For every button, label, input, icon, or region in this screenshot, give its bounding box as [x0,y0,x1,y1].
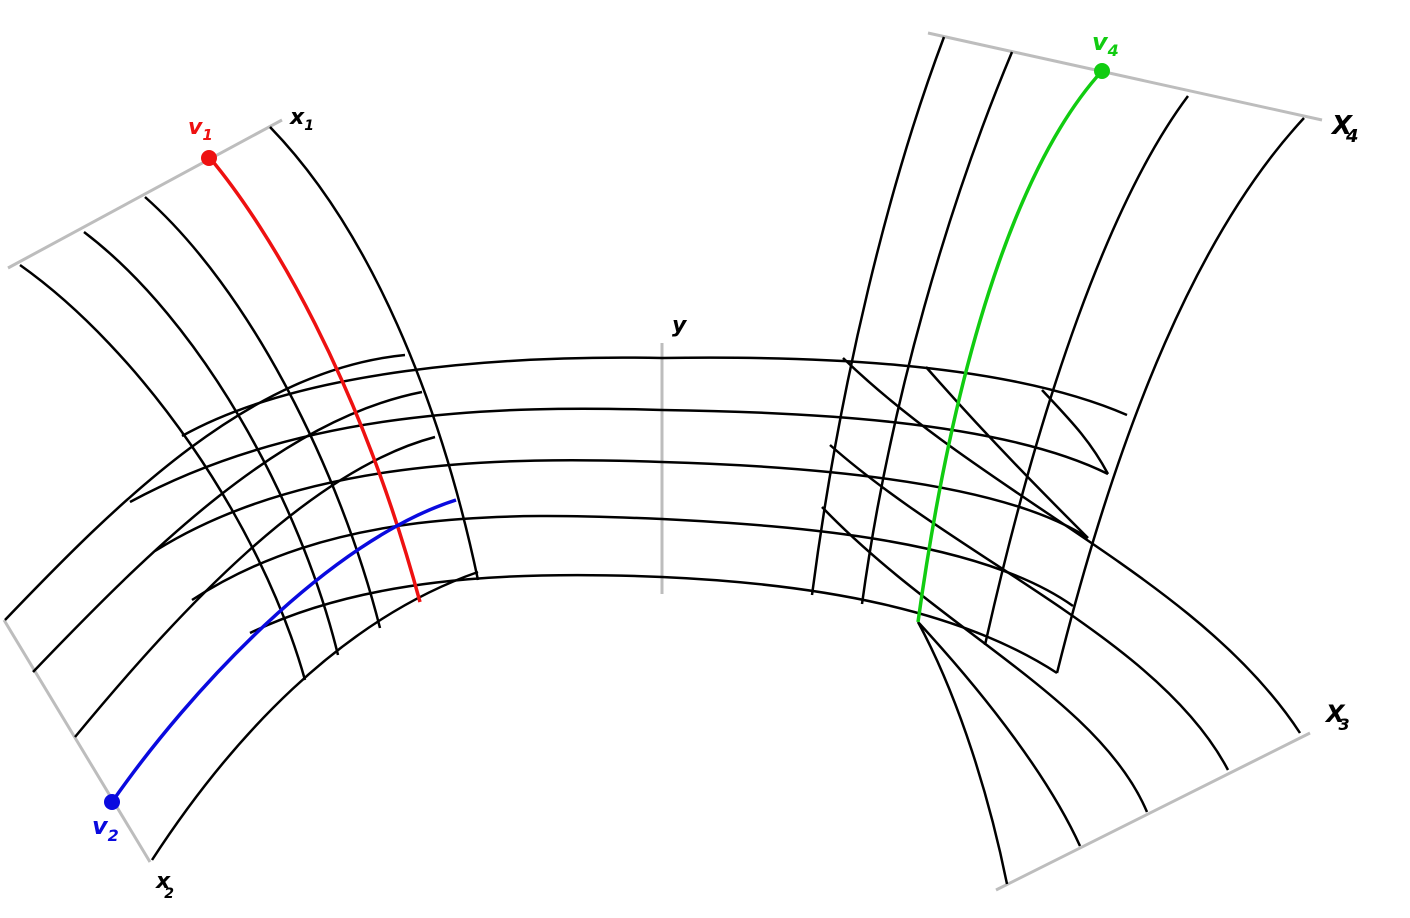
fiber-x4-1 [810,36,946,596]
fiber-x1-2 [83,231,340,656]
fiber-x3-4 [917,621,1082,847]
right-fibers-x3 [821,357,1302,885]
label-x4: X4 [1330,111,1359,147]
fiber-x1-5 [269,126,480,581]
fiber-x2-5 [150,570,479,861]
right-diagonals [925,366,1110,539]
label-y: y [672,313,688,338]
diag-2 [1041,389,1110,475]
fiber-x2-3 [74,435,436,738]
left-fibers-x2 [4,353,479,861]
axes [2,31,1323,892]
v1-fiber [208,156,422,603]
axis-x1 [7,118,283,270]
right-fibers-x4 [810,36,1305,674]
label-v2: v2 [92,812,119,845]
axis-x3 [995,731,1311,892]
left-fibers-x1 [19,126,480,681]
axis-x2 [2,619,152,863]
label-x1: x1 [289,105,314,134]
fiber-x4-5 [1055,117,1305,674]
label-v4: v4 [1092,28,1119,60]
fiber-x3-2 [829,444,1230,771]
band-5 [249,573,1058,675]
fiber-x1-1 [19,263,307,681]
central-bands [129,356,1128,675]
v4-point [1094,63,1110,79]
fiber-x3-5 [916,621,1009,885]
band-4 [191,514,1074,608]
v2-point [104,794,120,810]
fiber-x4-4 [983,95,1190,646]
band-3 [154,458,1089,553]
label-x3: X3 [1324,700,1350,734]
band-1 [181,356,1128,438]
fiber-x2-2 [32,390,423,673]
fiber-x4-2 [860,51,1014,605]
fiber-x2-1 [4,353,406,621]
diag-1 [925,366,1089,539]
v1-point [201,150,217,166]
axis-x4 [927,31,1323,122]
v4-fiber [916,69,1104,623]
label-v1: v1 [188,115,213,144]
v2-fiber [110,498,457,804]
fiber-x3-1 [842,357,1302,734]
band-2 [129,407,1109,504]
label-x2: x2 [155,869,174,902]
fiber-x3-3 [821,506,1149,813]
